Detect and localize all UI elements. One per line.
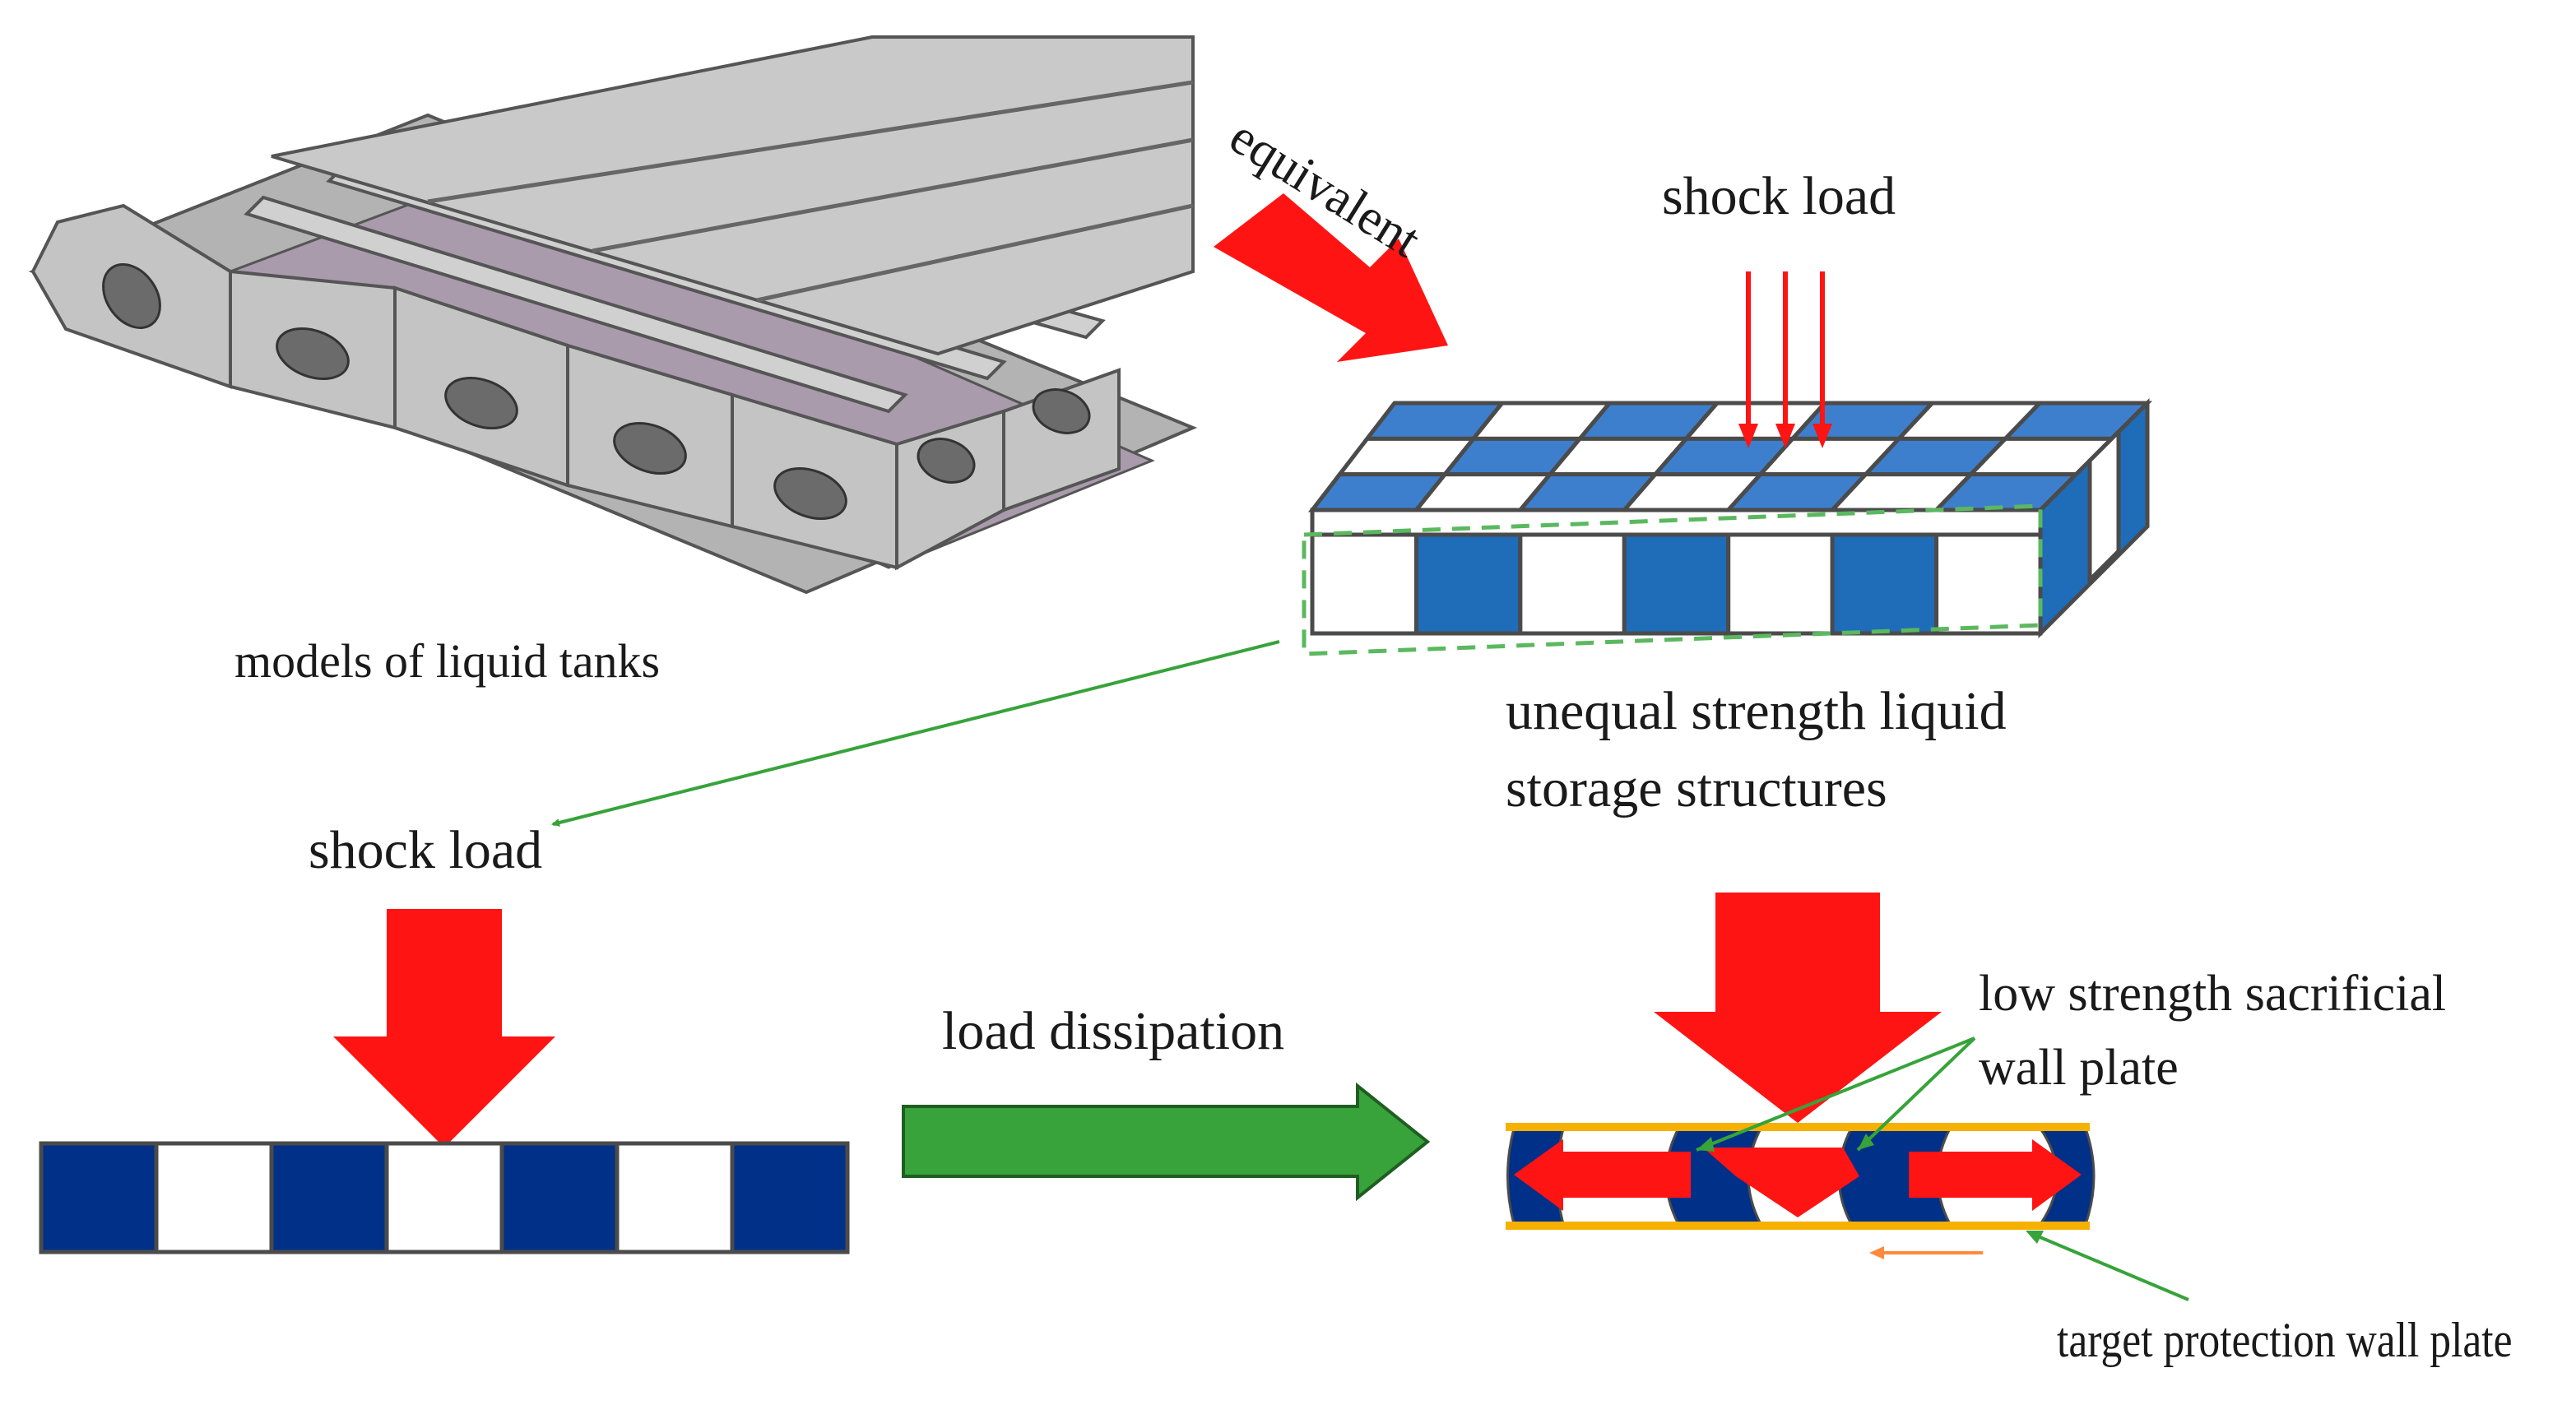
load-dissipation-arrow [902, 1082, 1431, 1202]
front-face-cell [1830, 532, 1939, 636]
tank-web-holes [102, 263, 1091, 520]
sacrificial-label-line1: low strength sacrificial [1979, 966, 2447, 1022]
target-leader-line [2026, 1231, 2189, 1301]
selection-dashed-box [1302, 503, 2043, 656]
dissipation-center-wedge [1703, 1148, 1859, 1217]
front-face-cell [1934, 532, 2043, 636]
side-face-stripe [2087, 426, 2121, 586]
liquid-tank-model [28, 35, 1198, 595]
deformed-strip [1506, 893, 2096, 1259]
tank-deck-seams [427, 80, 1194, 303]
strip-cell [615, 1141, 735, 1254]
shock-load-thin-arrows [1738, 271, 1832, 448]
strip-cell [499, 1141, 620, 1254]
zoom-leader-arrow [551, 640, 1280, 827]
strip-cell [39, 1141, 159, 1254]
front-top-edge [1310, 508, 2043, 537]
front-face-cell [1622, 532, 1731, 636]
strip-cell [384, 1141, 504, 1254]
unequal-strength-structure [1307, 397, 2153, 639]
equivalent-arrow [1214, 193, 1448, 362]
front-face-cell [1413, 532, 1523, 636]
structure-caption-line1: unequal strength liquid [1506, 681, 2007, 741]
sacrificial-label-line2: wall plate [1979, 1040, 2179, 1096]
shock-load-big-arrow-left [333, 909, 555, 1148]
structure-caption-line2: storage structures [1506, 758, 1887, 818]
models-caption: models of liquid tanks [234, 634, 661, 688]
cell-strip-left [39, 1141, 850, 1254]
front-face-cell [1518, 532, 1627, 636]
small-orange-arrowhead [1869, 1246, 1884, 1259]
shock-load-big-arrow-right [1654, 893, 1942, 1123]
strip-cell [154, 1141, 274, 1254]
front-face-cell [1310, 532, 1418, 636]
shock-load-top-label: shock load [1662, 166, 1896, 226]
sacrificial-leader-lines [1696, 1036, 1976, 1152]
load-dissipation-label: load dissipation [942, 1001, 1285, 1061]
strip-cell [730, 1141, 850, 1254]
front-face-cell [1726, 532, 1835, 636]
dissipation-arrow-left [1514, 1139, 1691, 1211]
strip-cell [269, 1141, 389, 1254]
shock-load-left-label: shock load [309, 820, 543, 880]
target-protection-label: target protection wall plate [2057, 1313, 2513, 1367]
dissipation-arrow-right [1909, 1139, 2082, 1211]
